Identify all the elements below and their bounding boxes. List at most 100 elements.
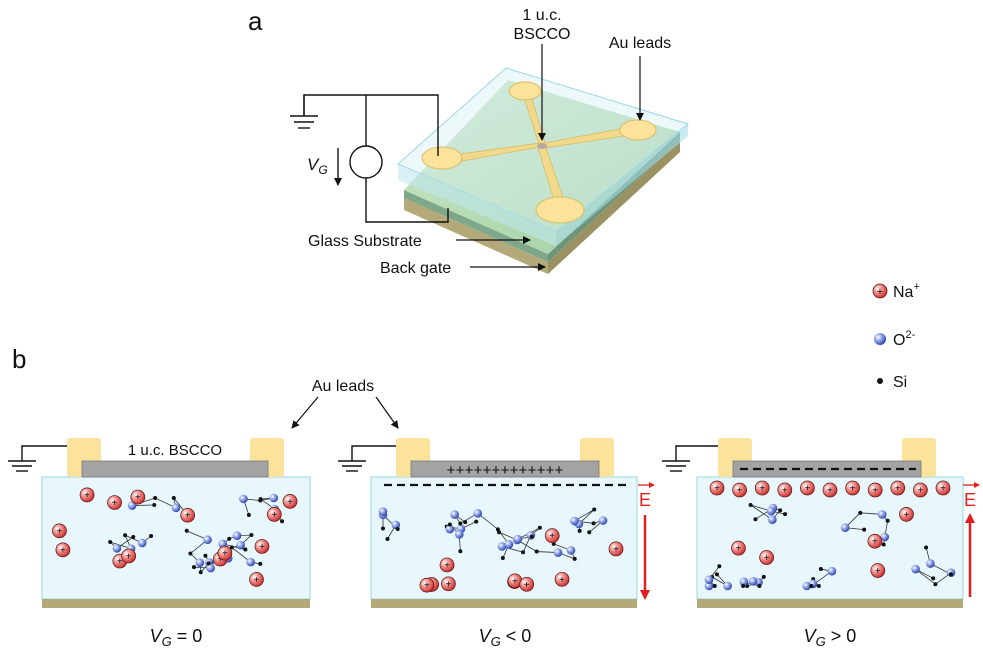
si-atom (717, 564, 722, 569)
svg-text:+: + (895, 484, 901, 495)
case-label: VG < 0 (479, 626, 532, 649)
svg-text:+: + (940, 484, 946, 495)
si-atom (500, 556, 505, 561)
si-atom (258, 561, 263, 566)
na-ion: + (867, 533, 883, 549)
si-atom (931, 576, 936, 581)
si-atom (280, 519, 285, 524)
oxygen-atom (723, 581, 732, 591)
na-ion: + (282, 493, 298, 509)
si-atom (123, 533, 128, 538)
pad-right (619, 119, 657, 141)
na-ion: + (52, 523, 67, 539)
na-ion: + (249, 572, 264, 587)
oxygen-atom (171, 503, 181, 513)
oxygen-atom (748, 577, 758, 586)
bscco-label-line2: BSCCO (514, 26, 571, 43)
oxygen-atom (704, 581, 714, 591)
svg-text:+: + (126, 551, 132, 562)
bscco-film (732, 460, 922, 478)
svg-text:+: + (259, 542, 265, 553)
bscco-flake (537, 143, 547, 149)
svg-text:+: + (287, 497, 293, 508)
svg-text:+: + (764, 553, 770, 564)
svg-text:+: + (60, 545, 66, 556)
oxygen-atom (926, 559, 935, 568)
au-leads-arrow-b-right (375, 396, 399, 429)
si-atom (591, 521, 596, 526)
si-atom (712, 584, 717, 588)
svg-text:+: + (117, 557, 123, 568)
au-leads-arrow-b-left (291, 396, 319, 429)
na-ion: + (822, 482, 838, 498)
si-icon (877, 378, 883, 384)
panel-b: b Au leads 1 u.c. BSCCO ++++++++++++++ V… (8, 344, 980, 649)
glass-cover-side (398, 164, 556, 246)
si-atom (203, 553, 208, 558)
pad-bottom (535, 196, 585, 224)
oxygen-atom (802, 581, 812, 591)
pad-top (508, 81, 542, 101)
oxygen-atom (450, 510, 459, 519)
na-ion: + (608, 541, 624, 557)
oxygen-atom (239, 494, 248, 504)
si-atom (171, 496, 176, 500)
svg-text:+: + (135, 493, 141, 504)
na-ion: + (107, 495, 122, 510)
si-atom (537, 525, 542, 530)
oxygen-atom (269, 493, 279, 503)
svg-text:+: + (112, 498, 118, 509)
na-ion: + (217, 545, 233, 561)
si-atom (572, 556, 577, 561)
svg-text:+: + (512, 576, 518, 587)
si-atom (933, 582, 938, 587)
na-ion: + (55, 542, 71, 558)
si-atom (753, 517, 758, 522)
si-atom (229, 545, 234, 550)
oxygen-atom (137, 538, 147, 548)
oxygen-atom (566, 546, 576, 555)
na-ion: + (913, 482, 928, 498)
oxygen-atom (473, 509, 483, 518)
svg-text:+: + (904, 510, 910, 521)
glass-cover-side-right (556, 124, 688, 246)
ion-network: ++++++++++++++ (52, 487, 298, 587)
legend-na: + Na+ (872, 281, 920, 301)
back-gate-strip (42, 599, 310, 608)
glass-substrate-side (404, 190, 548, 262)
si-atom (447, 522, 452, 527)
oxygen-atom (513, 534, 523, 544)
legend-si-label: Si (893, 374, 907, 391)
si-atom (809, 584, 814, 588)
panel-a: a (248, 6, 690, 277)
oxygen-atom (195, 558, 205, 567)
si-atom (714, 572, 719, 577)
si-atom (761, 574, 766, 579)
field-label: E (964, 490, 976, 510)
si-atom (152, 503, 157, 508)
na-ion: + (754, 480, 770, 496)
svg-text:+: + (271, 510, 277, 521)
bscco-label-line1: 1 u.c. (522, 7, 561, 24)
svg-text:+: + (254, 575, 260, 586)
oxygen-icon (874, 333, 886, 345)
svg-text:+: + (424, 581, 430, 592)
na-ion: + (439, 557, 455, 573)
au-pads (421, 81, 657, 224)
back-gate-strip (371, 599, 637, 608)
si-atom (381, 526, 385, 531)
si-atom (188, 551, 193, 556)
ion-network: ++++++++++++++++ (704, 480, 956, 591)
svg-text:+: + (827, 486, 833, 497)
back-gate-side-right (548, 140, 680, 274)
si-atom (948, 572, 953, 577)
svg-text:+: + (57, 526, 63, 537)
oxygen-atom (454, 530, 464, 539)
na-ion: + (800, 480, 815, 496)
svg-text:+: + (217, 555, 223, 566)
si-atom (249, 533, 254, 538)
oxygen-atom (877, 510, 887, 519)
si-atom (153, 496, 158, 500)
vg-label: VG (307, 155, 328, 177)
